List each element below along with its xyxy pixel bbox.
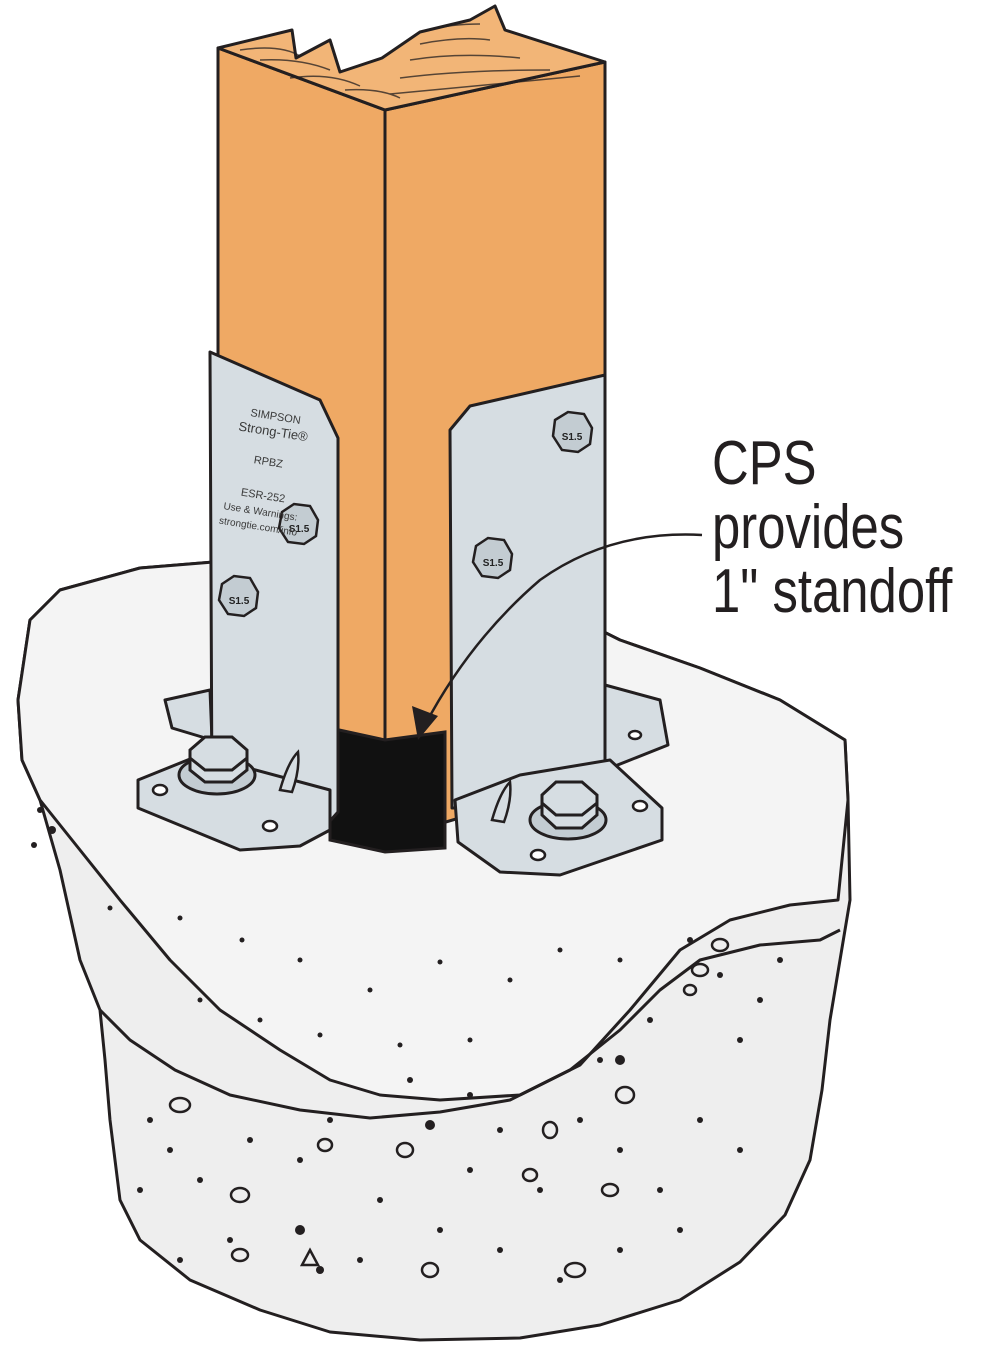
hex-bolt-icon [177,735,608,841]
standoff-spacer-icon [328,726,447,854]
svg-text:RPBZ: RPBZ [253,454,284,470]
callout-label: CPS provides 1" standoff [712,432,952,624]
svg-text:S1.5: S1.5 [229,596,250,607]
callout-arrow-icon [412,533,703,740]
plate-dimples [278,749,512,824]
svg-text:S1.5: S1.5 [562,432,583,443]
svg-text:S1.5: S1.5 [289,524,310,535]
aggregate-dots [31,807,783,1283]
callout-line-3: 1" standoff [712,557,953,626]
screw-1: S1.5 [551,410,594,454]
bracket-screws: S1.5 S1.5 S1.5 S1.5 [217,410,594,618]
plate-holes [151,729,649,862]
callout-line-2: provides [712,493,905,562]
screw-4: S1.5 [217,574,260,618]
screw-3: S1.5 [277,502,320,546]
svg-text:S1.5: S1.5 [483,558,504,569]
aggregate-pebbles [168,937,730,1279]
screw-2: S1.5 [471,536,514,580]
callout-line-1: CPS [712,429,817,498]
